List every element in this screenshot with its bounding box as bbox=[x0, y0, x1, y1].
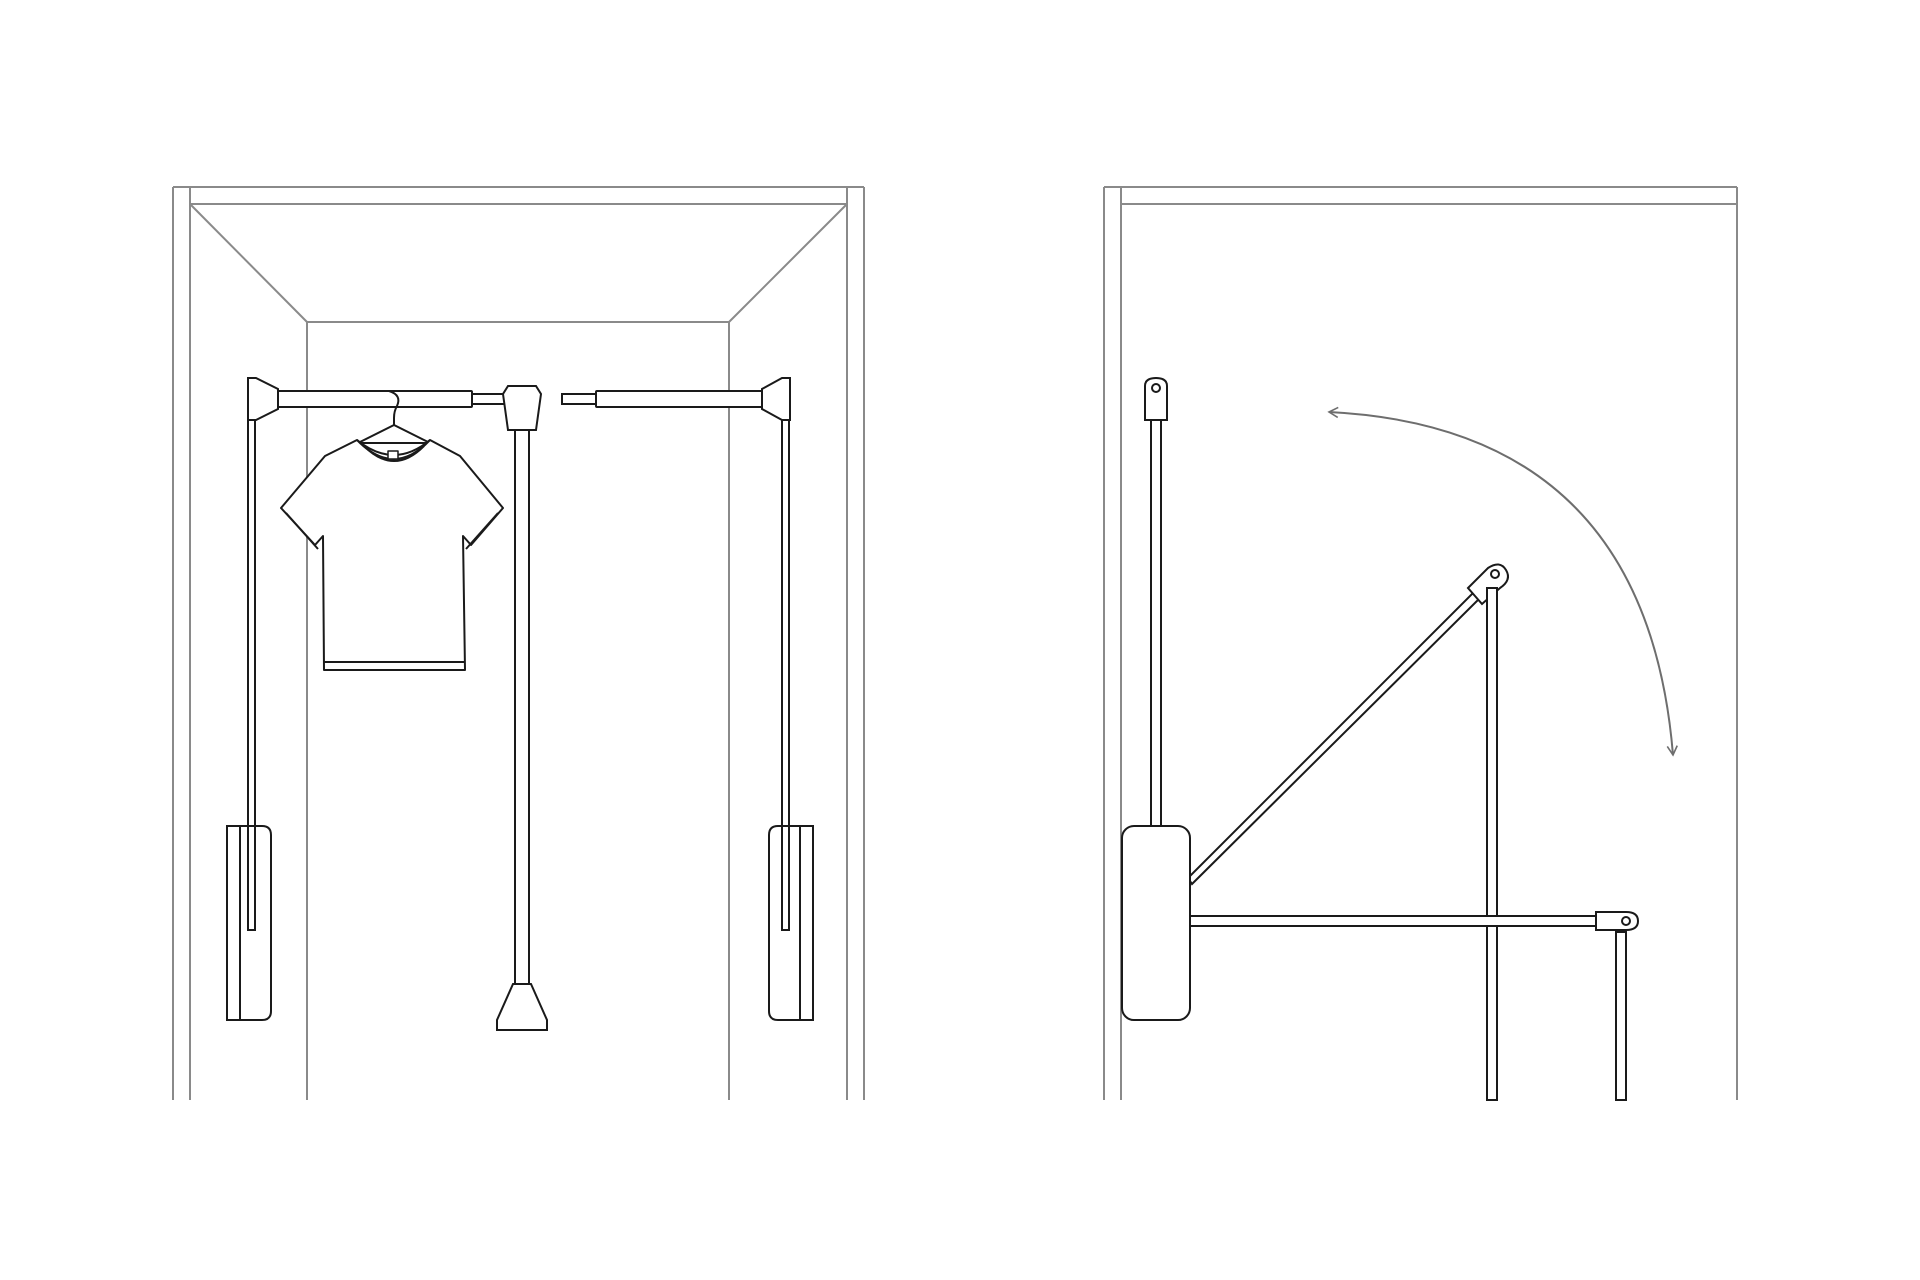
wardrobe-frame-front bbox=[172, 186, 865, 1100]
center-handle-pole bbox=[496, 385, 548, 1031]
drop-rods bbox=[1486, 587, 1627, 1101]
counterbalance-housing-left bbox=[226, 825, 272, 1021]
wardrobe-frame-side bbox=[1103, 186, 1738, 1100]
hanger bbox=[357, 390, 431, 444]
t-shirt bbox=[280, 439, 504, 671]
counterbalance-housing-right bbox=[768, 825, 814, 1021]
side-view-panel bbox=[1103, 186, 1738, 1101]
front-view-panel bbox=[172, 186, 865, 1100]
counterbalance-housing bbox=[1121, 825, 1191, 1021]
motion-arrow bbox=[1327, 406, 1678, 757]
